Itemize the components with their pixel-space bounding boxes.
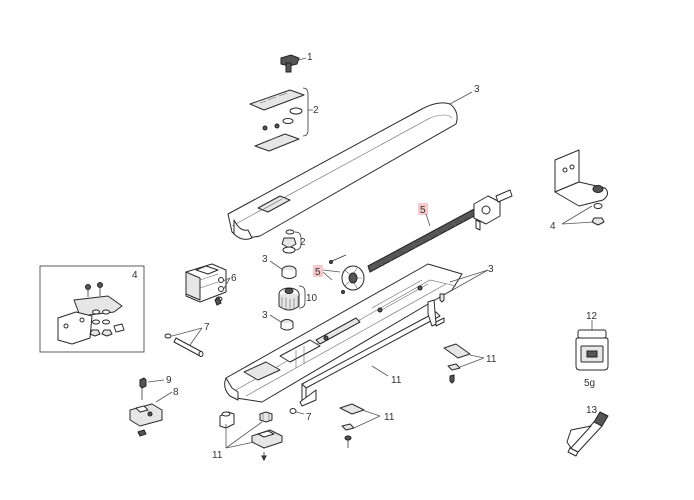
part-11-plate-group-left: 11 xyxy=(212,411,283,462)
callout-3d: 3 xyxy=(488,264,494,275)
part-7-pin: 7 xyxy=(164,322,210,357)
part-3-bushing-lower: 3 xyxy=(262,310,294,331)
part-1-screw: 1 xyxy=(280,52,313,73)
callout-3c: 3 xyxy=(262,310,268,321)
part-3-bushing-upper: 3 xyxy=(262,254,297,279)
callout-11c: 11 xyxy=(212,450,223,461)
callout-4b: 4 xyxy=(132,270,138,281)
callout-2a: 2 xyxy=(313,105,319,116)
part-3-main-cover: 3 xyxy=(227,84,480,240)
callout-4a: 4 xyxy=(550,221,556,232)
jar-weight-label: 5g xyxy=(584,378,595,389)
callout-7a: 7 xyxy=(204,322,210,333)
part-6-motor: 6 xyxy=(185,263,237,306)
callout-8: 8 xyxy=(173,387,179,398)
part-12-grease-jar: 12 5g xyxy=(575,311,609,389)
part-11-plate-group-mid: 11 xyxy=(339,403,395,448)
callout-6: 6 xyxy=(231,273,237,284)
callout-9: 9 xyxy=(166,375,172,386)
part-8-9-release: 9 8 xyxy=(129,375,179,437)
callout-3a: 3 xyxy=(474,84,480,95)
part-2-screw-nut: 2 xyxy=(281,229,306,254)
part-4-bracket: 4 xyxy=(550,149,609,232)
callout-12: 12 xyxy=(586,311,598,322)
part-3-lower-housing: 3 xyxy=(224,263,494,403)
callout-10: 10 xyxy=(306,293,318,304)
part-7-circlip: 7 xyxy=(289,408,312,423)
part-10-gear: 10 xyxy=(278,285,318,311)
callout-5b: 5 xyxy=(315,267,321,278)
part-2-cover-plate-group: 2 xyxy=(249,87,319,152)
callout-13: 13 xyxy=(586,405,598,416)
part-11-plate-right: 11 xyxy=(443,343,497,384)
callout-11d: 11 xyxy=(384,412,395,423)
part-5-worm-shaft: 5 xyxy=(367,189,513,273)
part-13-grease-tube: 13 xyxy=(566,405,609,457)
callout-1: 1 xyxy=(307,52,313,63)
callout-7b: 7 xyxy=(306,412,312,423)
part-5-coupling: 5 xyxy=(313,254,365,294)
callout-11b: 11 xyxy=(486,354,497,365)
part-4-bracket-kit-box: 4 xyxy=(39,265,145,353)
callout-5a: 5 xyxy=(420,205,426,216)
part-11-rail: 11 xyxy=(299,299,445,407)
callout-11a: 11 xyxy=(391,375,402,386)
callout-2b: 2 xyxy=(300,237,306,248)
callout-3b: 3 xyxy=(262,254,268,265)
